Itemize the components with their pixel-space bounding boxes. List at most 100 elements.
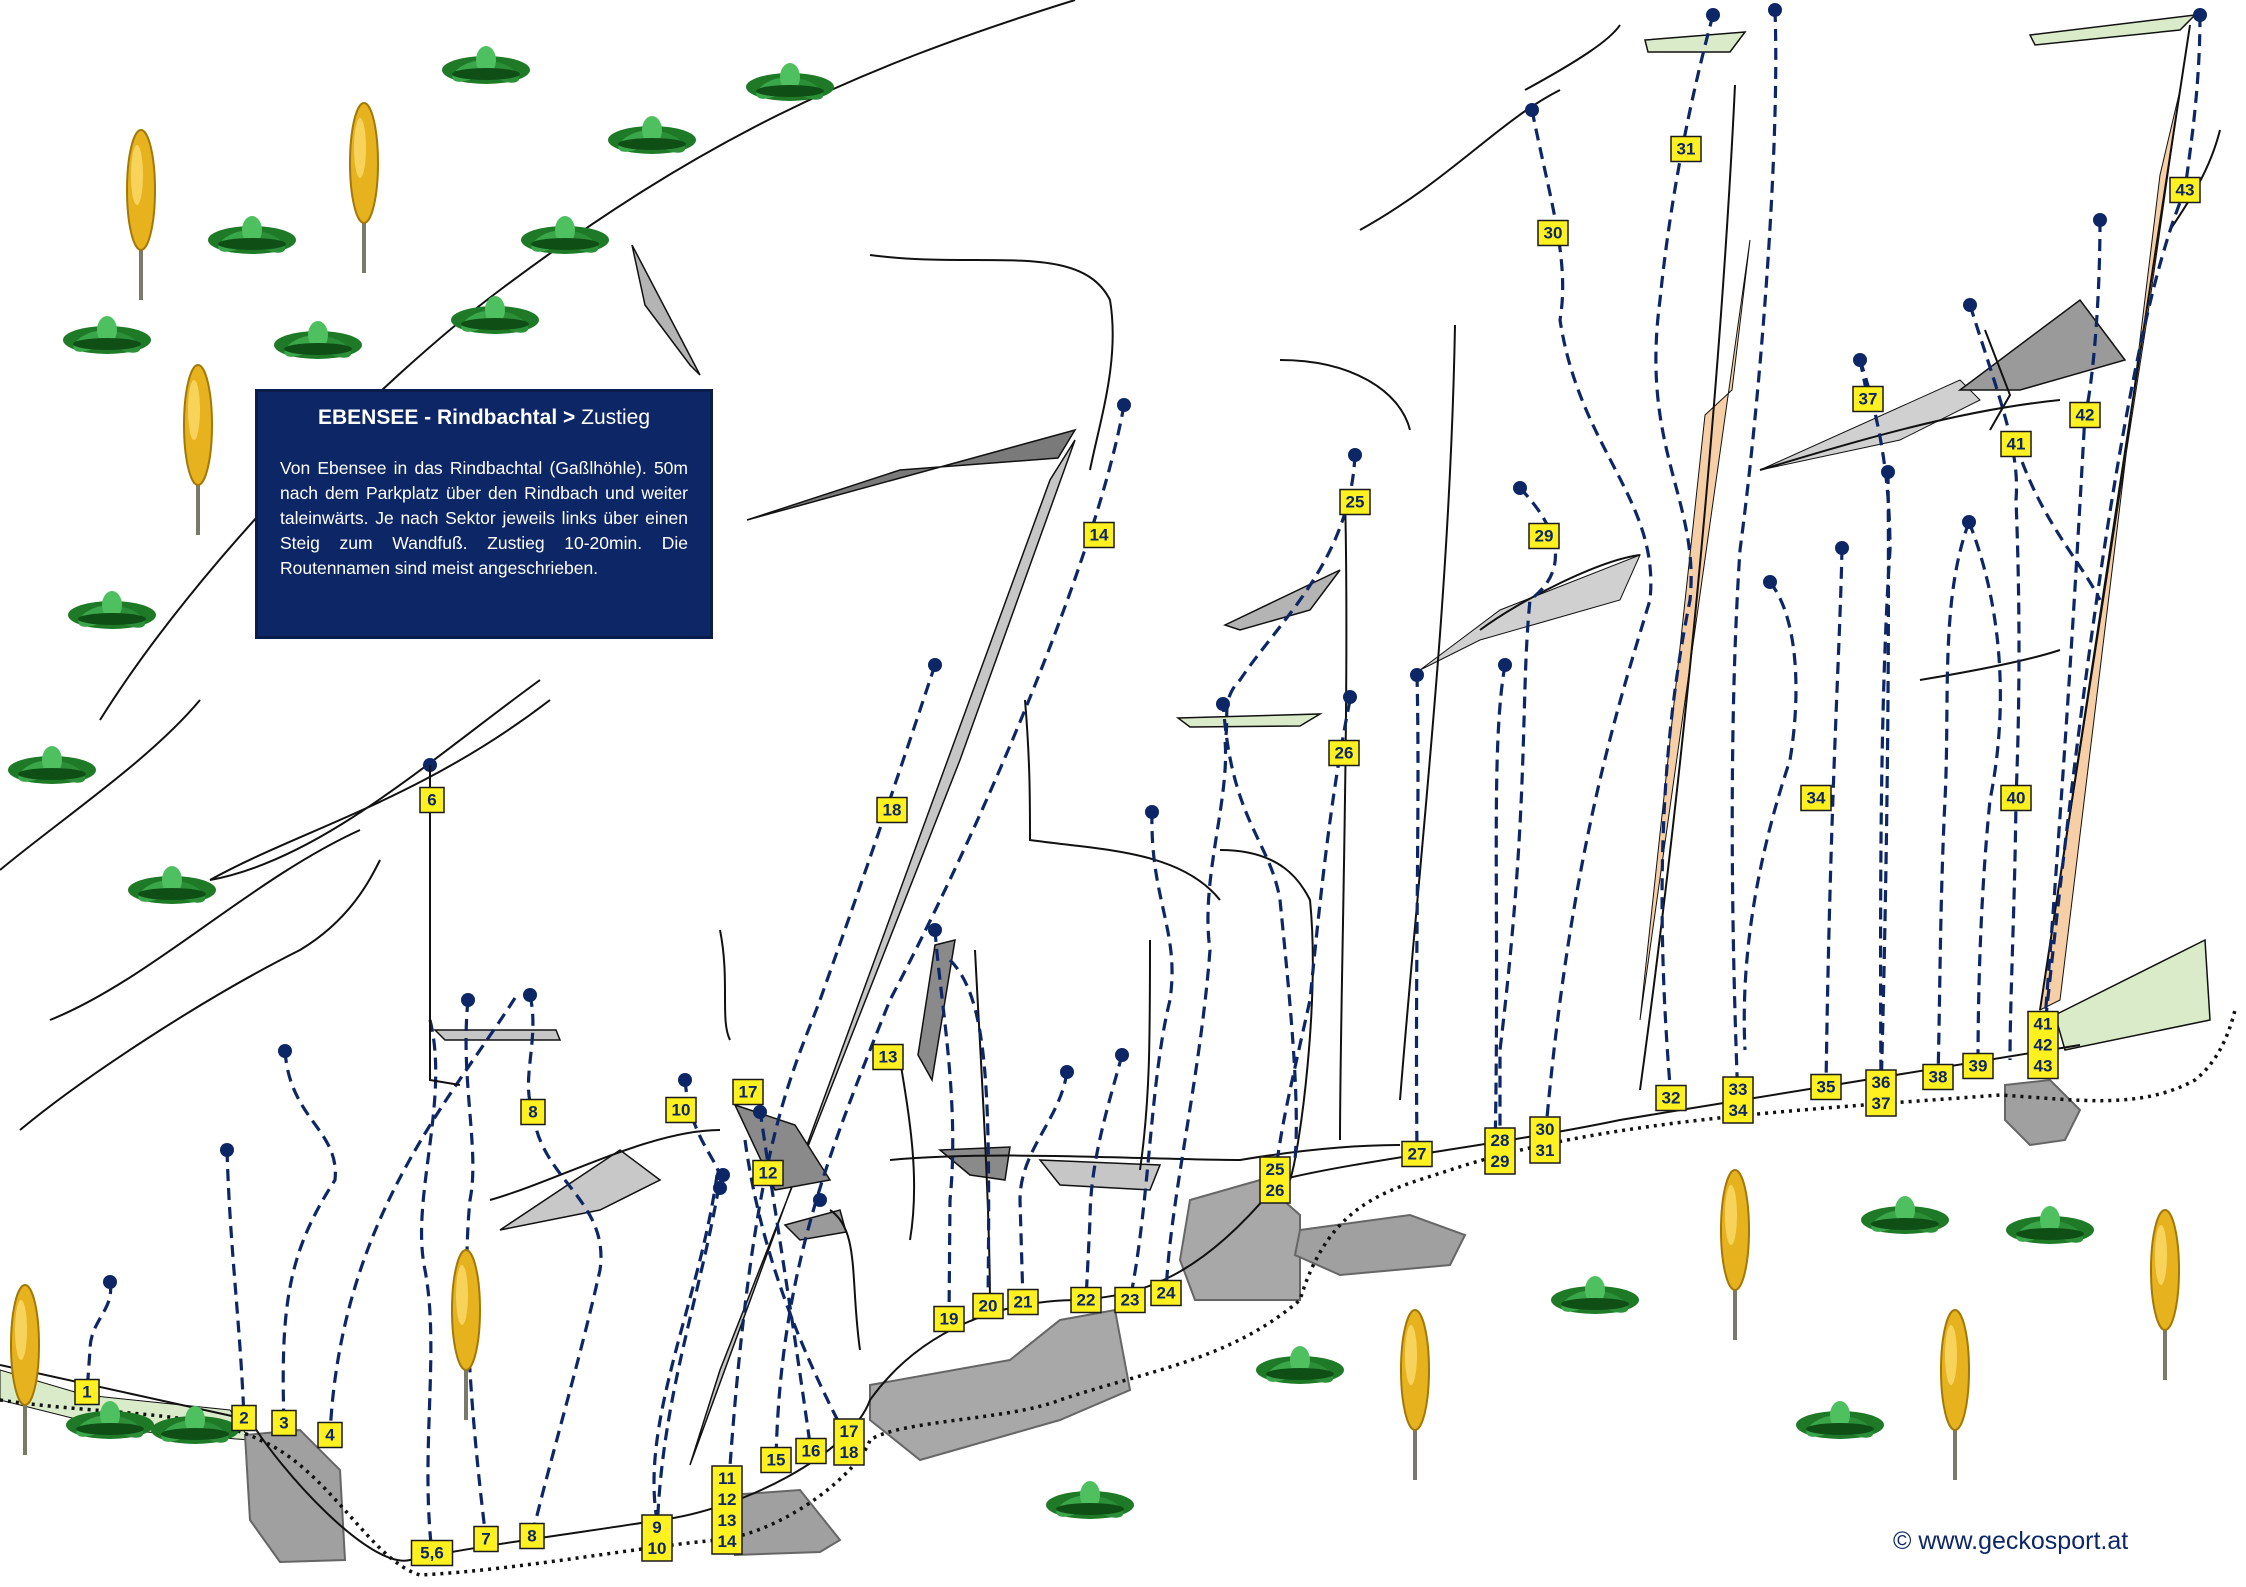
route-label: 20 [972, 1292, 1004, 1320]
route-number: 40 [2007, 789, 2026, 808]
route-number: 30 [1544, 224, 1563, 243]
route-label-box [1528, 522, 1560, 550]
route-label-box [410, 1539, 454, 1567]
route-number: 16 [802, 1442, 821, 1461]
route-label-box [1800, 784, 1832, 812]
route-label-box [519, 1522, 545, 1550]
route-label: 30 [1537, 219, 1569, 247]
route-number: 37 [1872, 1094, 1891, 1113]
route-number: 43 [2034, 1057, 2053, 1076]
route-number: 10 [648, 1539, 667, 1558]
route-label: 19 [933, 1305, 965, 1333]
route-number: 38 [1929, 1068, 1948, 1087]
route-number: 41 [2007, 435, 2026, 454]
route-number: 34 [1729, 1101, 1748, 1120]
route-number: 32 [1662, 1089, 1681, 1108]
route-label-box [760, 1446, 792, 1474]
route-label: 15 [760, 1446, 792, 1474]
route-label: 8 [519, 1522, 545, 1550]
route-number: 42 [2076, 406, 2095, 425]
route-label: 2 [231, 1404, 257, 1432]
route-label: 1 [74, 1378, 100, 1406]
route-number: 13 [879, 1048, 898, 1067]
route-number: 29 [1535, 527, 1554, 546]
route-label-box [1007, 1288, 1039, 1316]
route-label-box [876, 796, 908, 824]
route-label-box [271, 1409, 297, 1437]
boulders [243, 1078, 2082, 1564]
route-number: 43 [2176, 181, 2195, 200]
route-label: 35 [1810, 1073, 1842, 1101]
route-label: 6 [419, 786, 445, 814]
route-label-box [1328, 739, 1360, 767]
route-label: 37 [1852, 385, 1884, 413]
route-label: 27 [1401, 1140, 1433, 1168]
route-label-box [1150, 1279, 1182, 1307]
route-label: 23 [1114, 1286, 1146, 1314]
route-label-box [74, 1378, 100, 1406]
route-number: 6 [427, 791, 436, 810]
route-number: 12 [718, 1490, 737, 1509]
route-number: 24 [1157, 1284, 1176, 1303]
route-label: 29 [1528, 522, 1560, 550]
route-number: 28 [1491, 1131, 1510, 1150]
copyright-text[interactable]: © www.geckosport.at [1893, 1527, 2129, 1555]
route-label: 34 [1800, 784, 1832, 812]
route-number: 20 [979, 1297, 998, 1316]
route-label: 17 [732, 1078, 764, 1106]
route-number: 13 [718, 1511, 737, 1530]
route-number: 21 [1014, 1293, 1033, 1312]
route-label-box [1529, 1116, 1561, 1164]
route-number: 37 [1859, 390, 1878, 409]
route-number: 35 [1817, 1078, 1836, 1097]
route-number: 25 [1346, 493, 1365, 512]
route-label-box [1070, 1286, 1102, 1314]
route-label-box [231, 1404, 257, 1432]
info-box: EBENSEE - Rindbachtal > Zustieg Von Eben… [255, 389, 713, 639]
route-label-box [711, 1465, 743, 1555]
route-label-box [1670, 135, 1702, 163]
route-label: 8 [520, 1098, 546, 1126]
route-label-box [1114, 1286, 1146, 1314]
info-title-separator: > [563, 406, 576, 429]
route-label-box [1962, 1052, 1994, 1080]
route-label: 25 [1339, 488, 1371, 516]
route-label: 24 [1150, 1279, 1182, 1307]
route-number: 2 [239, 1409, 248, 1428]
route-number: 30 [1536, 1120, 1555, 1139]
route-number: 8 [527, 1527, 536, 1546]
route-number: 34 [1807, 789, 1826, 808]
route-label: 4 [317, 1421, 343, 1449]
route-label: 14 [1083, 521, 1115, 549]
route-number: 1 [82, 1383, 91, 1402]
route-label: 32 [1655, 1084, 1687, 1112]
route-label: 18 [876, 796, 908, 824]
route-number: 19 [940, 1310, 959, 1329]
route-label: 26 [1328, 739, 1360, 767]
route-label-box [972, 1292, 1004, 1320]
route-number: 18 [883, 801, 902, 820]
rock-features [0, 13, 2211, 1466]
route-number: 29 [1491, 1152, 1510, 1171]
route-label-box [1484, 1127, 1516, 1175]
route-label: 41 [2000, 430, 2032, 458]
route-label-box [2027, 1010, 2059, 1080]
route-label: 21 [1007, 1288, 1039, 1316]
route-label-box [1852, 385, 1884, 413]
info-body: Von Ebensee in das Rindbachtal (Gaßlhöhl… [280, 458, 688, 578]
route-label-box [1922, 1063, 1954, 1091]
route-label: 43 [2169, 176, 2201, 204]
route-label-box [1865, 1069, 1897, 1117]
route-number: 31 [1536, 1141, 1555, 1160]
route-number: 36 [1872, 1073, 1891, 1092]
info-title-main: EBENSEE - Rindbachtal [317, 406, 558, 429]
route-number: 25 [1266, 1160, 1285, 1179]
info-title: EBENSEE - Rindbachtal > Zustieg [280, 406, 688, 430]
route-label-box [1339, 488, 1371, 516]
